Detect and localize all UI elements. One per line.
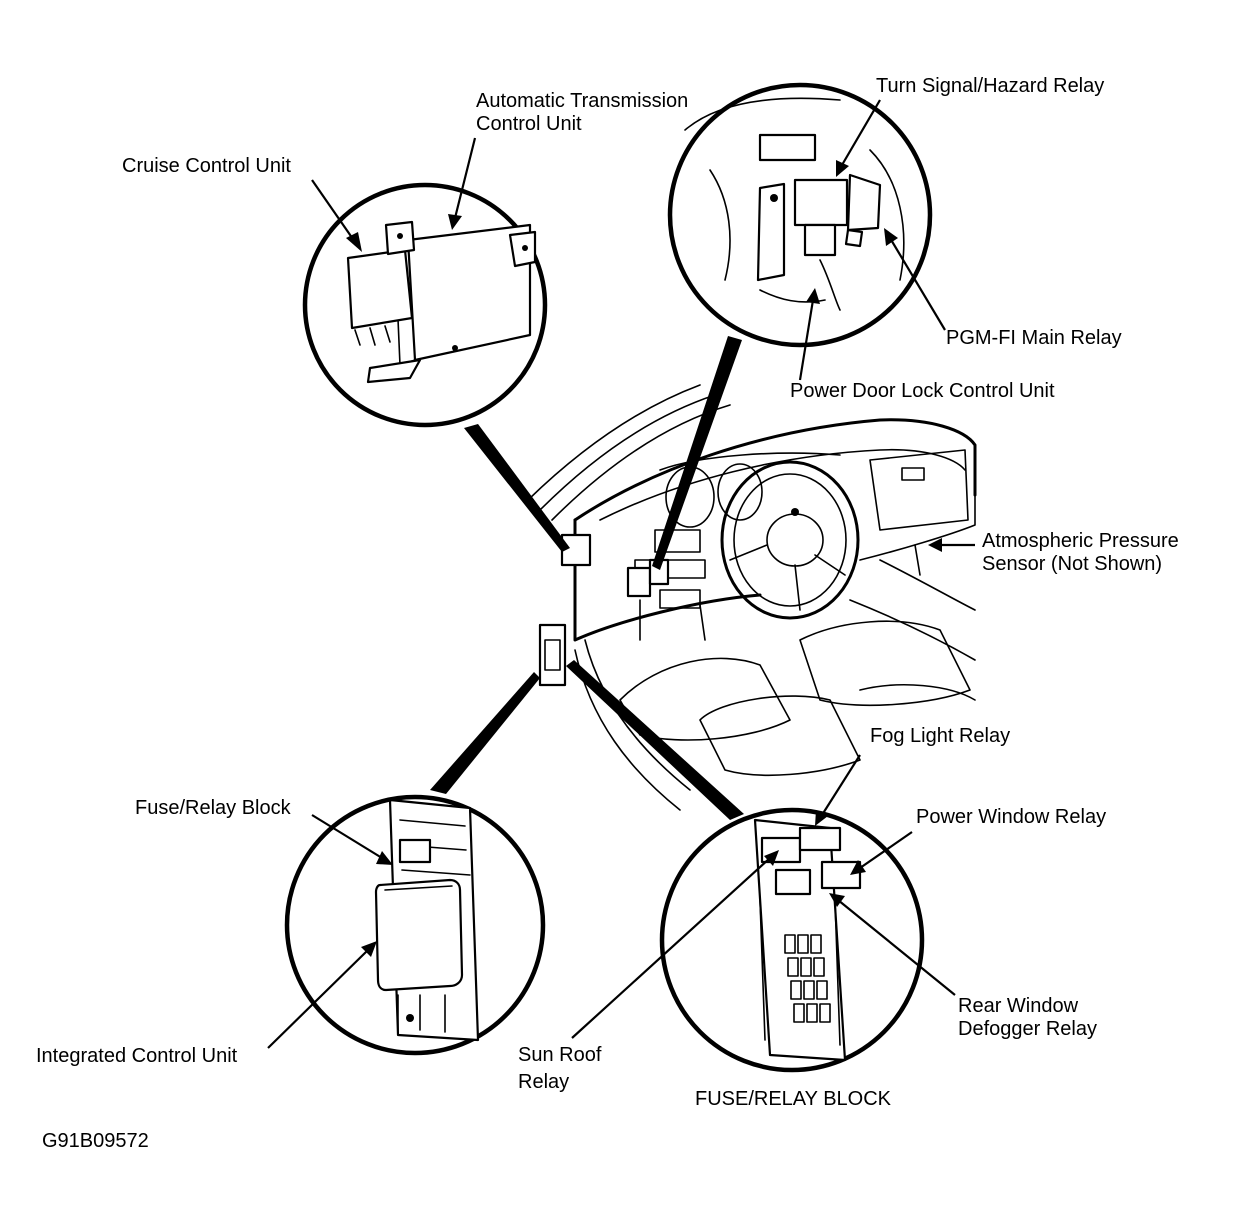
leader-lines [267,99,975,1049]
circle-relays-upper [667,82,933,348]
label-power-door-lock-control-unit: Power Door Lock Control Unit [790,380,1055,402]
label-cruise-control-unit: Cruise Control Unit [122,155,291,177]
label-atmospheric-line2: Sensor (Not Shown) [982,553,1163,575]
label-turn-signal-relay: Turn Signal/Hazard Relay [876,75,1105,97]
label-atmospheric-line1: Atmospheric Pressure [982,530,1179,552]
label-pgm-fi-main-relay: PGM-FI Main Relay [946,327,1122,349]
label-atcu-line1: Automatic Transmission [476,90,689,112]
fuse-grid [784,934,831,1023]
label-power-window-relay: Power Window Relay [916,806,1107,828]
label-rear-window-line2: Defogger Relay [958,1018,1097,1040]
label-sun-roof-line1: Sun Roof [518,1044,602,1066]
circle-fuse-relay-block [659,807,925,1073]
dashboard-illustration [527,384,977,811]
label-sun-roof-line2: Relay [518,1071,570,1093]
label-atcu-line2: Control Unit [476,113,582,135]
callout-connectors [430,336,744,820]
label-fuse-relay-block-caption: FUSE/RELAY BLOCK [695,1088,891,1110]
circle-cruise-atcu [302,182,548,428]
label-fog-light-relay: Fog Light Relay [870,725,1011,747]
figure-code: G91B09572 [42,1130,149,1152]
label-fuse-relay-block: Fuse/Relay Block [135,797,291,819]
circle-integrated-control [284,794,546,1056]
label-rear-window-line1: Rear Window [958,995,1079,1017]
label-integrated-control-unit: Integrated Control Unit [36,1045,238,1067]
